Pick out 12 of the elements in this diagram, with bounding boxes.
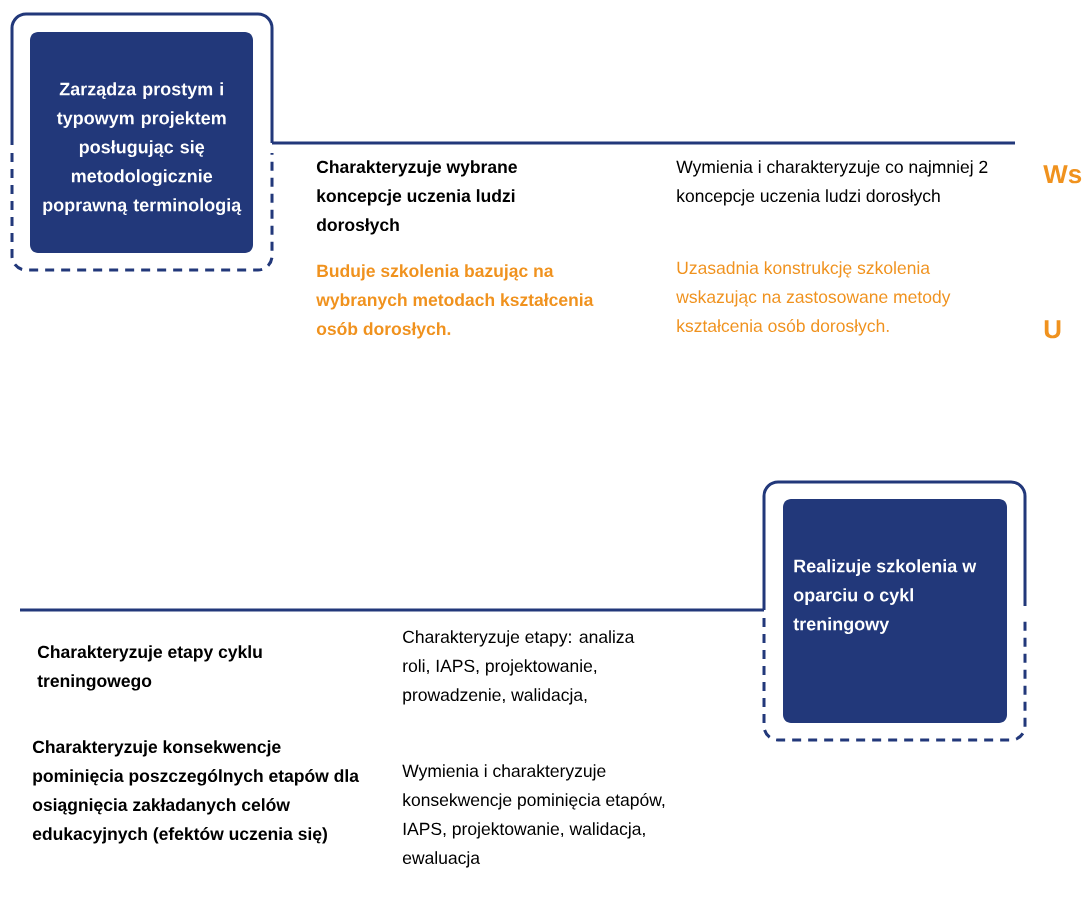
process-box: Realizuje szkolenia w oparciu o cykl treningowy bbox=[783, 499, 1007, 723]
criterion-text: Wymienia i charakteryzuje co najmniej 2 koncepcje uczenia ludzi dorosłych bbox=[676, 160, 988, 206]
competency-text: Charakteryzuje wybrane koncepcje uczenia ludzi dorosłych bbox=[316, 160, 517, 235]
criterion-text: Wymienia i charakteryzuje konsekwencje pominięcia etapów, IAPS, projektowanie, walidacja, ewaluacja bbox=[402, 764, 665, 868]
competency-text: Charakteryzuje etapy cyklu treningowego bbox=[37, 645, 262, 691]
competency-text: Charakteryzuje konsekwencje pominięcia poszczególnych etapów dla osiągnięcia zakładanych celów edukacyjnych (efektów uczenia się) bbox=[32, 740, 360, 844]
criterion-text: Uzasadnia konstrukcję szkolenia wskazując na zastosowane metody kształcenia osób dorosłych. bbox=[676, 261, 951, 336]
criterion-text: Charakteryzuje etapy: analiza roli, IAPS, projektowanie, prowadzenie, walidacja, bbox=[403, 630, 635, 705]
section-letter: Ws bbox=[1043, 165, 1082, 184]
process-box: Zarządza prostym i typowym projektem posługując się metodologicznie poprawną terminologią bbox=[30, 32, 253, 253]
section-letter: U bbox=[1044, 320, 1061, 339]
competency-text: Buduje szkolenia bazując na wybranych metodach kształcenia osób dorosłych. bbox=[316, 264, 594, 339]
